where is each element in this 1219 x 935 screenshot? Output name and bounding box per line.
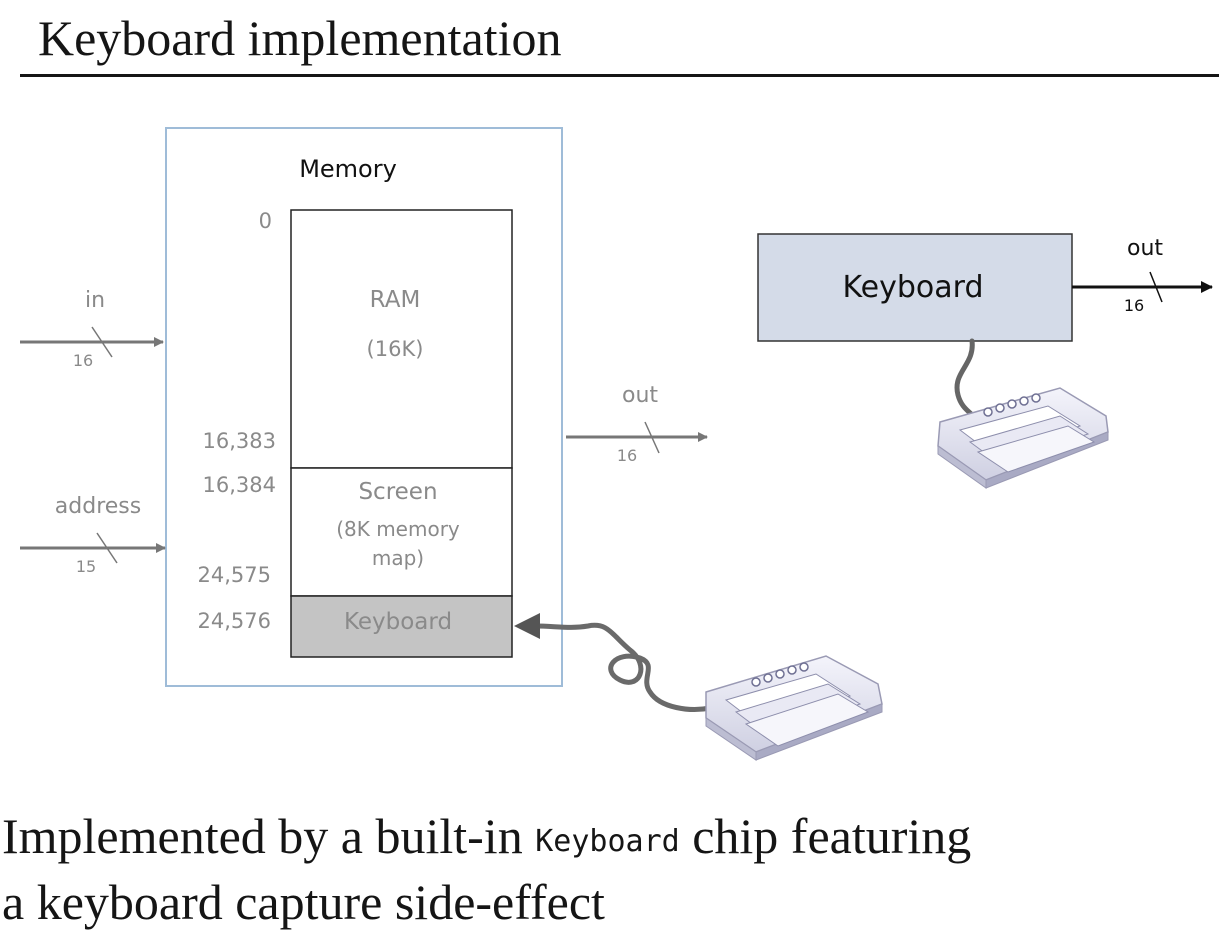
caption-line1-post: chip featuring — [679, 808, 972, 864]
memory-out-label: out — [622, 383, 658, 408]
memory-label: Memory — [299, 155, 397, 183]
caption-line1-pre: Implemented by a built-in — [2, 808, 536, 864]
address-bus-slash — [96, 532, 118, 564]
keyboard-input-arrowhead — [514, 613, 540, 639]
screen-region — [290, 467, 513, 597]
page-title: Keyboard implementation — [38, 10, 562, 66]
title-rule — [20, 74, 1219, 77]
memory-out-width-label: 16 — [617, 446, 637, 465]
keyboard-chip-out-bus-slash — [1149, 271, 1163, 303]
keyboard-chip-out-width-label: 16 — [1124, 296, 1144, 315]
ram-size-label: (16K) — [367, 337, 424, 361]
keyboard-region — [290, 595, 513, 658]
address-0: 0 — [259, 209, 272, 233]
address-width-label: 15 — [76, 557, 96, 576]
top-keyboard-icon — [937, 387, 1109, 489]
in-label: in — [85, 288, 105, 313]
screen-sub-label-2: map) — [372, 546, 424, 570]
address-24576: 24,576 — [198, 609, 271, 633]
address-24575: 24,575 — [198, 563, 271, 587]
keyboard-chip — [757, 233, 1073, 342]
top-keyboard-cable — [954, 338, 979, 423]
address-input-label: address — [55, 494, 141, 519]
bottom-keyboard-cable — [532, 622, 713, 712]
screen-sub-label-1: (8K memory — [336, 517, 460, 541]
keyboard-chip-label: Keyboard — [842, 270, 983, 305]
keyboard-chip-out-label: out — [1127, 236, 1163, 261]
caption-line2: a keyboard capture side-effect — [2, 874, 605, 930]
memory-out-bus-slash — [644, 421, 660, 454]
ram-region — [290, 209, 513, 469]
in-width-label: 16 — [73, 351, 93, 370]
keyboard-region-label: Keyboard — [344, 609, 452, 635]
screen-label: Screen — [358, 479, 437, 505]
caption-keyboard-code: Keyboard — [535, 824, 680, 859]
ram-label: RAM — [370, 287, 421, 313]
address-16383: 16,383 — [203, 429, 276, 453]
in-bus-slash — [91, 326, 113, 358]
address-16384: 16,384 — [203, 473, 276, 497]
bottom-keyboard-icon — [705, 655, 883, 761]
caption: Implemented by a built-in Keyboard chip … — [2, 806, 971, 932]
